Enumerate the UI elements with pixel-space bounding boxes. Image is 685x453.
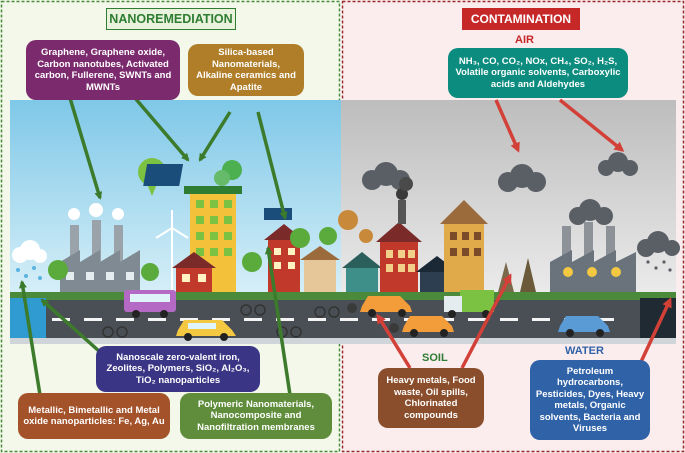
acid-rain [646,260,672,272]
blue-car [558,316,610,337]
nano-arrows [18,96,292,396]
arrow-silica-building [198,111,232,162]
arrow-soil-road [376,313,412,369]
polluted-house-teal [342,252,382,292]
water-label: WATER [565,345,604,357]
soil-contaminants-box: Heavy metals, Food waste, Oil spills, Ch… [378,368,484,428]
arrow-nzvi-water [40,298,102,354]
solar-panel-right [264,208,292,220]
orange-car-bottom [389,316,454,337]
graphene-box: Graphene, Graphene oxide, Carbon nanotub… [26,40,180,100]
rain-drops [16,266,42,280]
polluted-building-red [376,177,422,292]
soil-label: SOIL [422,352,448,364]
arrow-soil-tree [460,273,512,369]
smog-clouds [362,152,680,257]
arrow-water-pollution [638,297,672,365]
clean-cloud-left [12,240,47,263]
red-house-left [172,252,216,292]
nzvi-box: Nanoscale zero-valent iron, Zeolites, Po… [96,346,260,392]
arrow-silica-house [256,111,288,220]
air-contaminants-box: NH₃, CO, CO₂, NOx, CH₄, SO₂, H₂S, Volati… [448,48,628,98]
contamination-title: CONTAMINATION [462,8,580,30]
beige-house [300,246,340,292]
arrow-graphene-solar [133,96,190,162]
arrow-air-cloud-left [494,99,520,153]
purple-bus [124,290,176,318]
nanoremediation-title: NANOREMEDIATION [106,8,236,30]
air-label: AIR [515,34,534,46]
polluted-tall-building [440,200,488,292]
water-contaminants-box: Petroleum hydrocarbons, Pesticides, Dyes… [530,360,650,440]
silica-box: Silica-based Nanomaterials, Alkaline cer… [188,44,304,96]
clean-factory [60,203,140,292]
contamination-arrows [376,98,672,369]
arrow-air-cloud-right [558,98,625,152]
arrow-polymeric-house [264,246,292,396]
wind-turbine [155,210,189,290]
sidewalk [10,338,676,344]
metallic-box: Metallic, Bimetallic and Metal oxide nan… [18,393,170,439]
polluted-water [640,298,676,338]
arrow-metallic-water [18,280,42,396]
ground-strip [10,292,676,300]
polymeric-box: Polymeric Nanomaterials, Nanocomposite a… [180,393,332,439]
green-truck [444,290,494,318]
yellow-electric-car [176,320,236,341]
trees-left [48,227,337,281]
nuclear-factory [550,222,636,292]
arrow-graphene-factory [68,97,103,200]
orange-car-top [347,296,412,317]
green-building [143,160,242,292]
